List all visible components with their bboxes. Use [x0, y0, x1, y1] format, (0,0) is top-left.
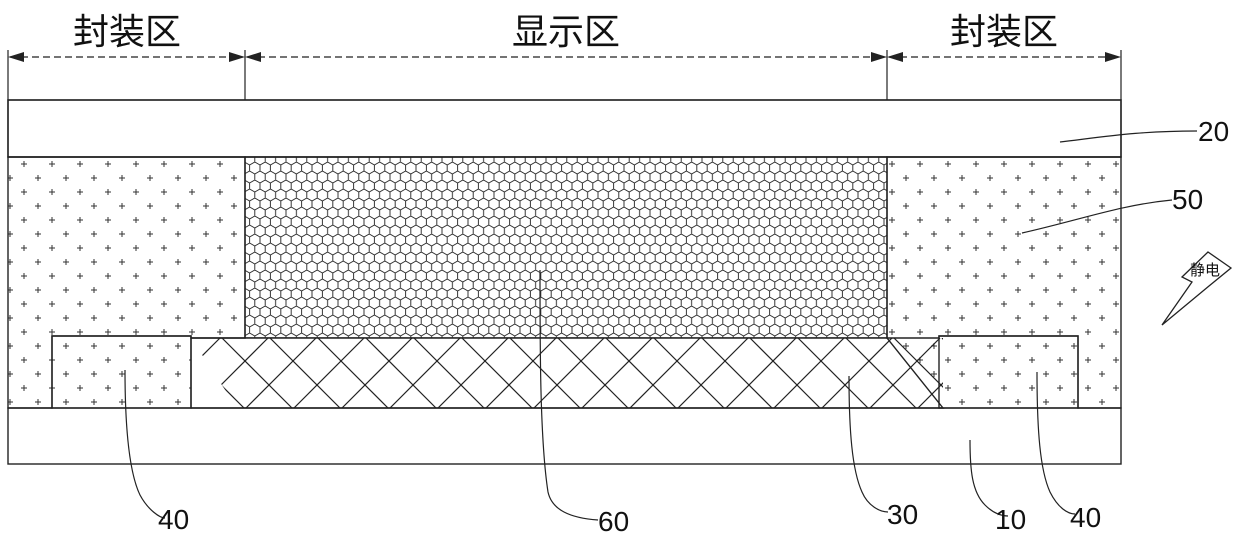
- arrowhead-inner-right-a: [871, 52, 887, 62]
- region-label-display: 显示区: [512, 12, 620, 53]
- callout-60: 60: [598, 506, 629, 537]
- leader-20: [1060, 131, 1197, 142]
- callout-10: 10: [995, 504, 1026, 535]
- layer-10-substrate: [8, 408, 1121, 464]
- arrowhead-inner-left-a: [229, 52, 245, 62]
- layer-stack: [8, 100, 1121, 464]
- layer-20-outline: [8, 100, 1121, 157]
- static-electricity-symbol: 静电: [1162, 252, 1231, 325]
- arrowhead-left: [8, 52, 24, 62]
- layer-60-display-fill: [245, 157, 887, 338]
- region-dimension-markers: 封装区 显示区 封装区: [8, 12, 1121, 100]
- layer-50-sealant-right: [887, 157, 1121, 408]
- callout-30: 30: [887, 499, 918, 530]
- arrowhead-right: [1105, 52, 1121, 62]
- callout-40-left: 40: [158, 504, 189, 535]
- callout-40-right: 40: [1070, 502, 1101, 533]
- layer-20-cover: [8, 100, 1121, 157]
- arrowhead-inner-left-b: [245, 52, 261, 62]
- static-label: 静电: [1190, 261, 1220, 279]
- region-label-right-encapsulation: 封装区: [950, 12, 1058, 53]
- callout-20: 20: [1198, 116, 1229, 147]
- arrowhead-inner-right-b: [887, 52, 903, 62]
- region-label-left-encapsulation: 封装区: [73, 12, 181, 53]
- callout-50: 50: [1172, 184, 1203, 215]
